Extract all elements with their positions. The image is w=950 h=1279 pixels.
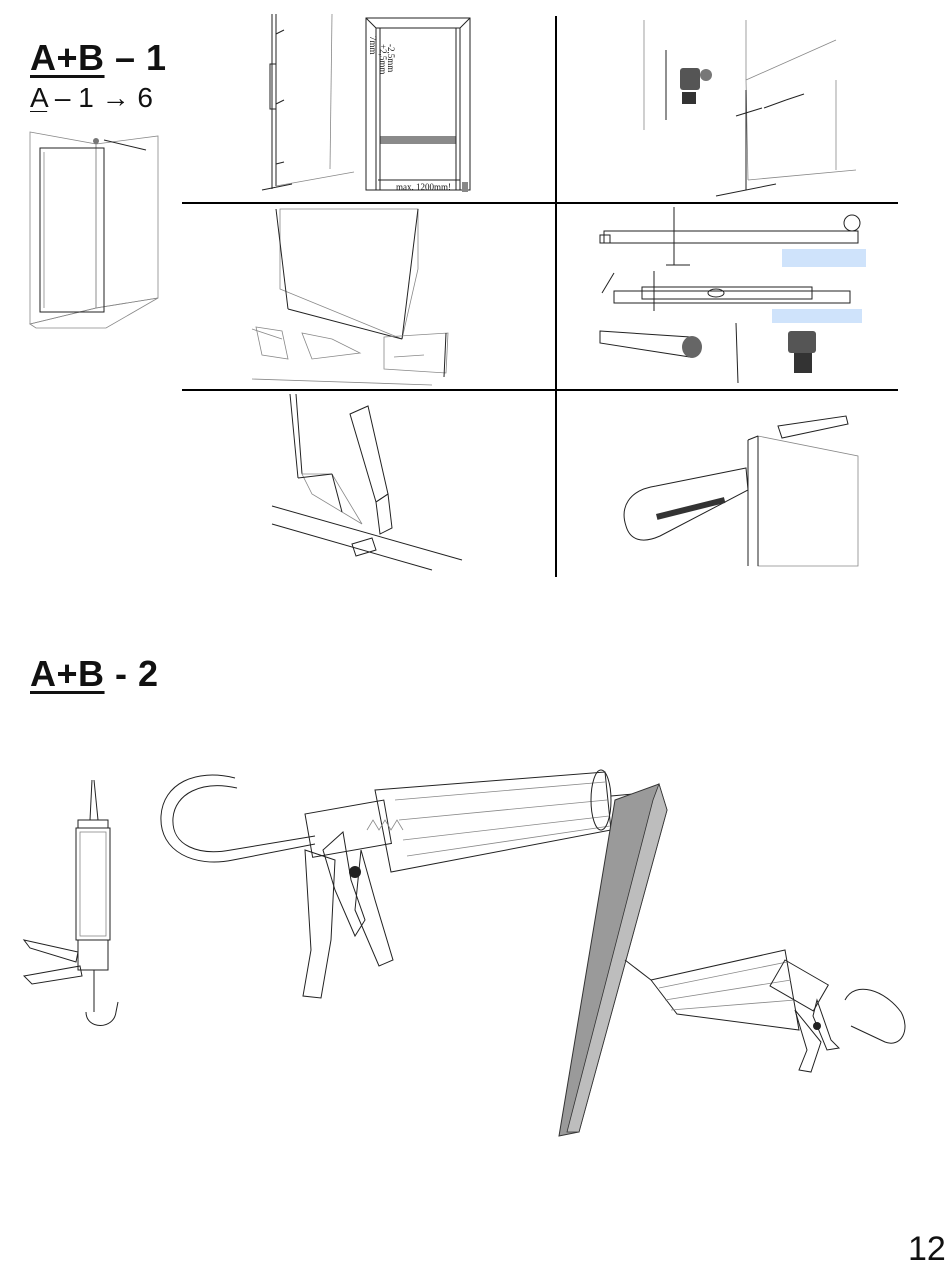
- page-number: 12: [908, 1232, 946, 1266]
- glass-profile-tool-illustration: [616, 416, 866, 576]
- corner-profile-silicone-illustration: [555, 780, 915, 1150]
- section-2-title-suffix: - 2: [105, 653, 159, 694]
- step-panel-4: [556, 203, 898, 390]
- section-2-title-letters: A+B: [30, 653, 105, 694]
- step-panel-3: [182, 203, 556, 390]
- gap-label: 7mm: [368, 36, 378, 55]
- step-panel-5: [182, 390, 556, 577]
- profile-level-illustration: [596, 207, 896, 387]
- caulking-gun-small-illustration: [20, 780, 130, 1030]
- step-panel-6: [556, 390, 898, 577]
- step-panel-1: max. 1200mm! -2,5mm +2,5mm 7mm: [182, 10, 556, 203]
- floor-profile-detail-illustration: [384, 333, 454, 383]
- knife-cut-illustration: [272, 394, 472, 570]
- tolerance-plus-label: +2,5mm: [378, 44, 388, 74]
- drill-wall-illustration: [636, 20, 866, 200]
- max-width-label: max. 1200mm!: [396, 182, 451, 192]
- section-2-title: A+B - 2: [30, 656, 159, 692]
- step-panel-2: [556, 10, 898, 203]
- opening-measurement-diagram: [364, 16, 474, 196]
